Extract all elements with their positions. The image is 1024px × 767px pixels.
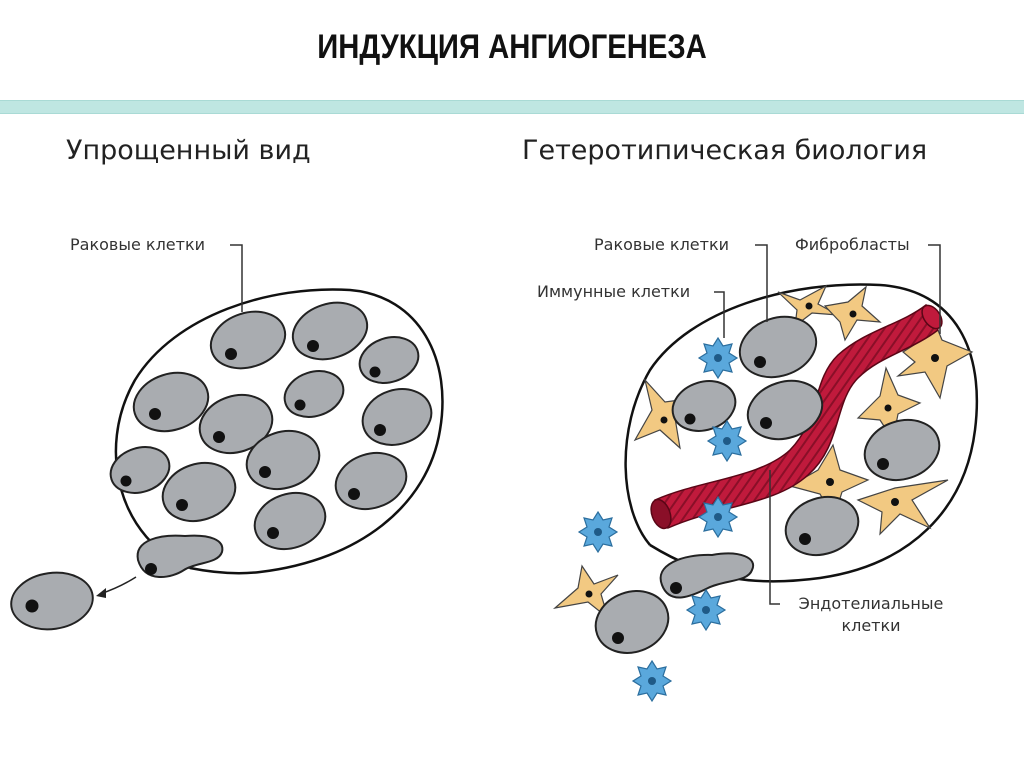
fibroblast (552, 564, 619, 620)
endothelial-label-line-1: Эндотелиальные (798, 594, 944, 613)
cancer-cell (291, 301, 369, 361)
cancer-leader-line (755, 244, 768, 322)
vessel-opening (650, 498, 672, 530)
left-tumor-outline (114, 288, 444, 575)
immune-cell (706, 419, 748, 463)
escaped-cancer-cell (594, 590, 670, 654)
cancer-cell (358, 336, 420, 384)
right-panel-heading: Гетеротипическая биология (522, 135, 928, 166)
immune-cells (577, 336, 748, 703)
immune-cell (631, 659, 673, 703)
endothelial-leader-line (769, 470, 780, 605)
immune-cell (685, 588, 727, 632)
migrating-cancer-cell (659, 552, 755, 599)
cancer-cell (245, 430, 321, 490)
accent-band (0, 100, 1024, 114)
right-cancer-label: Раковые клетки (594, 235, 730, 254)
cancer-cell (109, 446, 171, 494)
left-tumor (10, 244, 444, 631)
page-title: ИНДУКЦИЯ АНГИОГЕНЕЗА (317, 28, 707, 66)
endothelial-label-line-2: клетки (841, 616, 901, 635)
immune-leader-line (714, 291, 725, 338)
left-panel-heading: Упрощенный вид (66, 135, 311, 166)
cancer-cell (132, 371, 210, 433)
right-tumor-outline (624, 283, 979, 583)
migration-arrowhead (96, 588, 106, 598)
escaped-cancer-cell (10, 571, 94, 631)
blood-vessel (650, 303, 943, 530)
immune-cell (697, 336, 739, 380)
left-cancer-cells (10, 301, 433, 631)
right-tumor (552, 244, 979, 703)
fibroblast-leader-line (928, 244, 941, 334)
left-cancer-leader-line (230, 244, 243, 312)
cancer-cell (209, 310, 287, 370)
fibroblast (823, 285, 882, 342)
cancer-cell (746, 379, 824, 441)
cancer-cell (361, 388, 433, 446)
immune-cell (577, 510, 619, 554)
cancer-cell (863, 419, 941, 481)
left-cancer-label: Раковые клетки (70, 235, 206, 254)
vessel-body (653, 303, 939, 529)
migrating-cancer-cell (136, 534, 224, 579)
fibroblast (856, 479, 949, 536)
cancer-cell (784, 496, 860, 556)
cancer-cell (161, 462, 237, 522)
cancer-cell (198, 394, 274, 454)
cancer-cell (738, 315, 818, 379)
immune-label: Иммунные клетки (537, 282, 691, 301)
cancer-cell (671, 380, 737, 432)
cancer-cell (334, 452, 408, 510)
right-cancer-cells (594, 315, 941, 654)
endothelial-label: Эндотелиальные клетки (782, 593, 960, 637)
cancer-cell (283, 370, 345, 418)
cancer-cell (253, 492, 327, 550)
fibroblasts (552, 284, 974, 620)
right-leader-lines (714, 244, 941, 605)
fibroblast-label: Фибробласты (795, 235, 910, 254)
immune-cell (697, 495, 739, 539)
